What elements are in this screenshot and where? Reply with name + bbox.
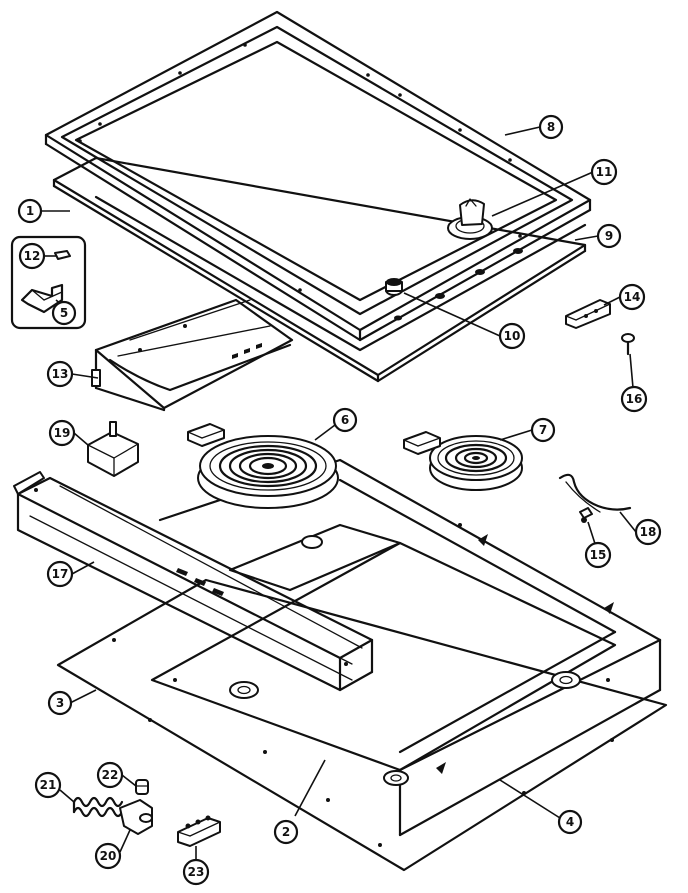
glass-top-part — [52, 156, 587, 383]
terminal-block-part — [565, 299, 611, 329]
callout-4: 4 — [557, 809, 583, 835]
callout-17: 17 — [46, 560, 74, 588]
callout-14: 14 — [618, 283, 646, 311]
callout-13-label: 13 — [52, 367, 69, 381]
bumper-part — [385, 278, 403, 296]
callout-1: 1 — [17, 198, 43, 224]
callout-15: 15 — [584, 541, 612, 569]
callout-9-label: 9 — [605, 229, 613, 243]
callout-21: 21 — [34, 771, 62, 799]
callout-2: 2 — [273, 819, 299, 845]
callout-7-label: 7 — [539, 423, 547, 437]
callout-18-label: 18 — [640, 525, 657, 539]
callout-6: 6 — [332, 407, 358, 433]
spring-coil-part — [72, 796, 124, 818]
callout-23: 23 — [182, 858, 210, 886]
callout-20-label: 20 — [100, 849, 117, 863]
callout-10: 10 — [498, 322, 526, 350]
callout-11-label: 11 — [596, 165, 613, 179]
callout-21-label: 21 — [40, 778, 57, 792]
callout-18: 18 — [634, 518, 662, 546]
callout-3: 3 — [47, 690, 73, 716]
callout-5: 5 — [51, 300, 77, 326]
callout-22: 22 — [96, 761, 124, 789]
callout-23-label: 23 — [188, 865, 205, 879]
callout-8: 8 — [538, 114, 564, 140]
callout-10-label: 10 — [504, 329, 521, 343]
callout-2-label: 2 — [282, 825, 290, 839]
callout-19: 19 — [48, 419, 76, 447]
channel-bracket-part — [91, 298, 294, 412]
grommet-part — [135, 779, 149, 795]
elbow-fitting-part — [119, 799, 153, 835]
switch-part — [87, 421, 139, 477]
callout-15-label: 15 — [590, 548, 607, 562]
callout-3-label: 3 — [56, 696, 64, 710]
large-burner-part — [187, 423, 339, 509]
callout-9: 9 — [596, 223, 622, 249]
callout-11: 11 — [590, 158, 618, 186]
callout-16: 16 — [620, 385, 648, 413]
knob-part — [447, 198, 493, 240]
callout-5-label: 5 — [60, 306, 68, 320]
callout-22-label: 22 — [102, 768, 119, 782]
callout-17-label: 17 — [52, 567, 69, 581]
callout-4-label: 4 — [566, 815, 574, 829]
terminal-strip-part — [177, 815, 221, 847]
screw-part — [621, 333, 635, 356]
wire-part — [558, 473, 632, 513]
callout-16-label: 16 — [626, 392, 643, 406]
clip-part — [579, 507, 593, 523]
callout-12: 12 — [18, 242, 46, 270]
callout-19-label: 19 — [54, 426, 71, 440]
top-frame-part — [44, 10, 592, 342]
callout-8-label: 8 — [547, 120, 555, 134]
callout-6-label: 6 — [341, 413, 349, 427]
small-burner-part — [403, 431, 523, 491]
long-rail-part — [13, 471, 374, 692]
callout-14-label: 14 — [624, 290, 641, 304]
callout-13: 13 — [46, 360, 74, 388]
callout-7: 7 — [530, 417, 556, 443]
callout-1-label: 1 — [26, 204, 34, 218]
lower-gasket-part — [94, 195, 587, 352]
clip-inset-box — [10, 235, 87, 330]
callout-20: 20 — [94, 842, 122, 870]
callout-12-label: 12 — [24, 249, 41, 263]
